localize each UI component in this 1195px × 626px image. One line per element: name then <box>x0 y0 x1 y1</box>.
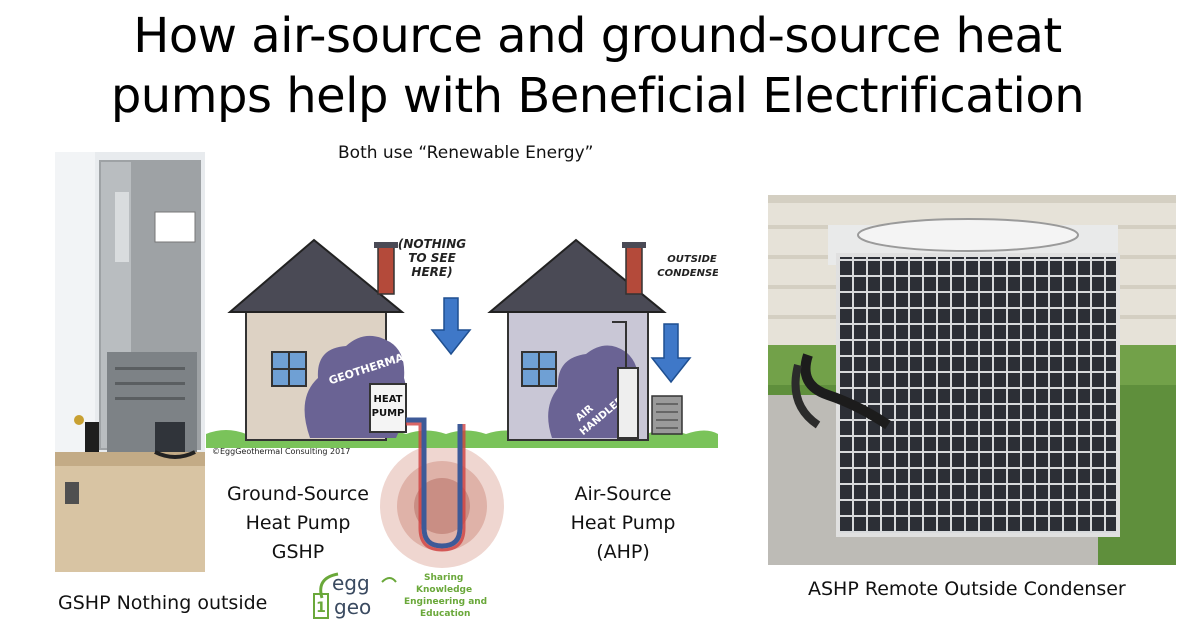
egggeo-logo: egg geo 1 Sharing Knowledge Engineering … <box>313 571 487 619</box>
logo-tagline-4: Education <box>420 609 470 619</box>
air-source-house: AIR HANDLER <box>487 238 667 441</box>
ground-loop-pipe <box>406 417 463 549</box>
gshp-label-line-1: Ground-Source <box>227 483 369 505</box>
nothing-note-2: TO SEE <box>408 251 456 265</box>
logo-tagline-2: Knowledge <box>416 585 472 595</box>
logo-tagline-3: Engineering and <box>404 597 487 607</box>
air-handler-unit <box>617 367 639 439</box>
page-title: How air-source and ground-source heat pu… <box>0 6 1195 126</box>
heat-pump-box <box>369 383 407 433</box>
ahp-label: Air-Source Heat Pump (AHP) <box>548 480 698 567</box>
ahp-label-line-2: Heat Pump <box>570 512 676 534</box>
condenser-note-2: CONDENSER <box>657 268 718 279</box>
gshp-unit-photo <box>55 152 205 572</box>
title-line-2: pumps help with Beneficial Electrificati… <box>110 68 1085 124</box>
logo-brand-bottom: geo <box>334 595 371 619</box>
down-arrow-right <box>650 323 692 384</box>
ashp-condenser-photo <box>768 195 1176 565</box>
illustration-copyright: ©EggGeothermal Consulting 2017 <box>212 447 350 456</box>
heat-pump-label-2: PUMP <box>372 408 405 419</box>
nothing-note-3: HERE) <box>411 265 452 279</box>
gshp-caption: GSHP Nothing outside <box>58 592 268 614</box>
heat-pump-illustration: GEOTHERMAL HEAT PUMP (NOTHING TO SEE HER… <box>206 237 718 568</box>
gshp-label-line-3: GSHP <box>271 541 325 563</box>
heat-pump-label-1: HEAT <box>374 394 403 405</box>
logo-brand-top: egg <box>332 571 370 595</box>
ground-heat-ring-inner <box>414 478 470 534</box>
gshp-label-line-2: Heat Pump <box>245 512 351 534</box>
subtitle: Both use “Renewable Energy” <box>338 143 594 163</box>
gshp-label: Ground-Source Heat Pump GSHP <box>214 480 382 567</box>
ashp-caption: ASHP Remote Outside Condenser <box>808 578 1126 600</box>
ahp-label-line-3: (AHP) <box>596 541 650 563</box>
nothing-note-1: (NOTHING <box>398 237 466 251</box>
logo-tagline-1: Sharing <box>424 573 463 583</box>
geothermal-house: GEOTHERMAL HEAT PUMP <box>227 238 412 441</box>
condenser-note-1: OUTSIDE <box>667 254 717 265</box>
ahp-label-line-1: Air-Source <box>574 483 672 505</box>
down-arrow-left <box>430 297 472 356</box>
svg-text:1: 1 <box>316 600 326 616</box>
title-line-1: How air-source and ground-source heat <box>133 8 1062 64</box>
air-handler-cloud <box>548 345 638 438</box>
